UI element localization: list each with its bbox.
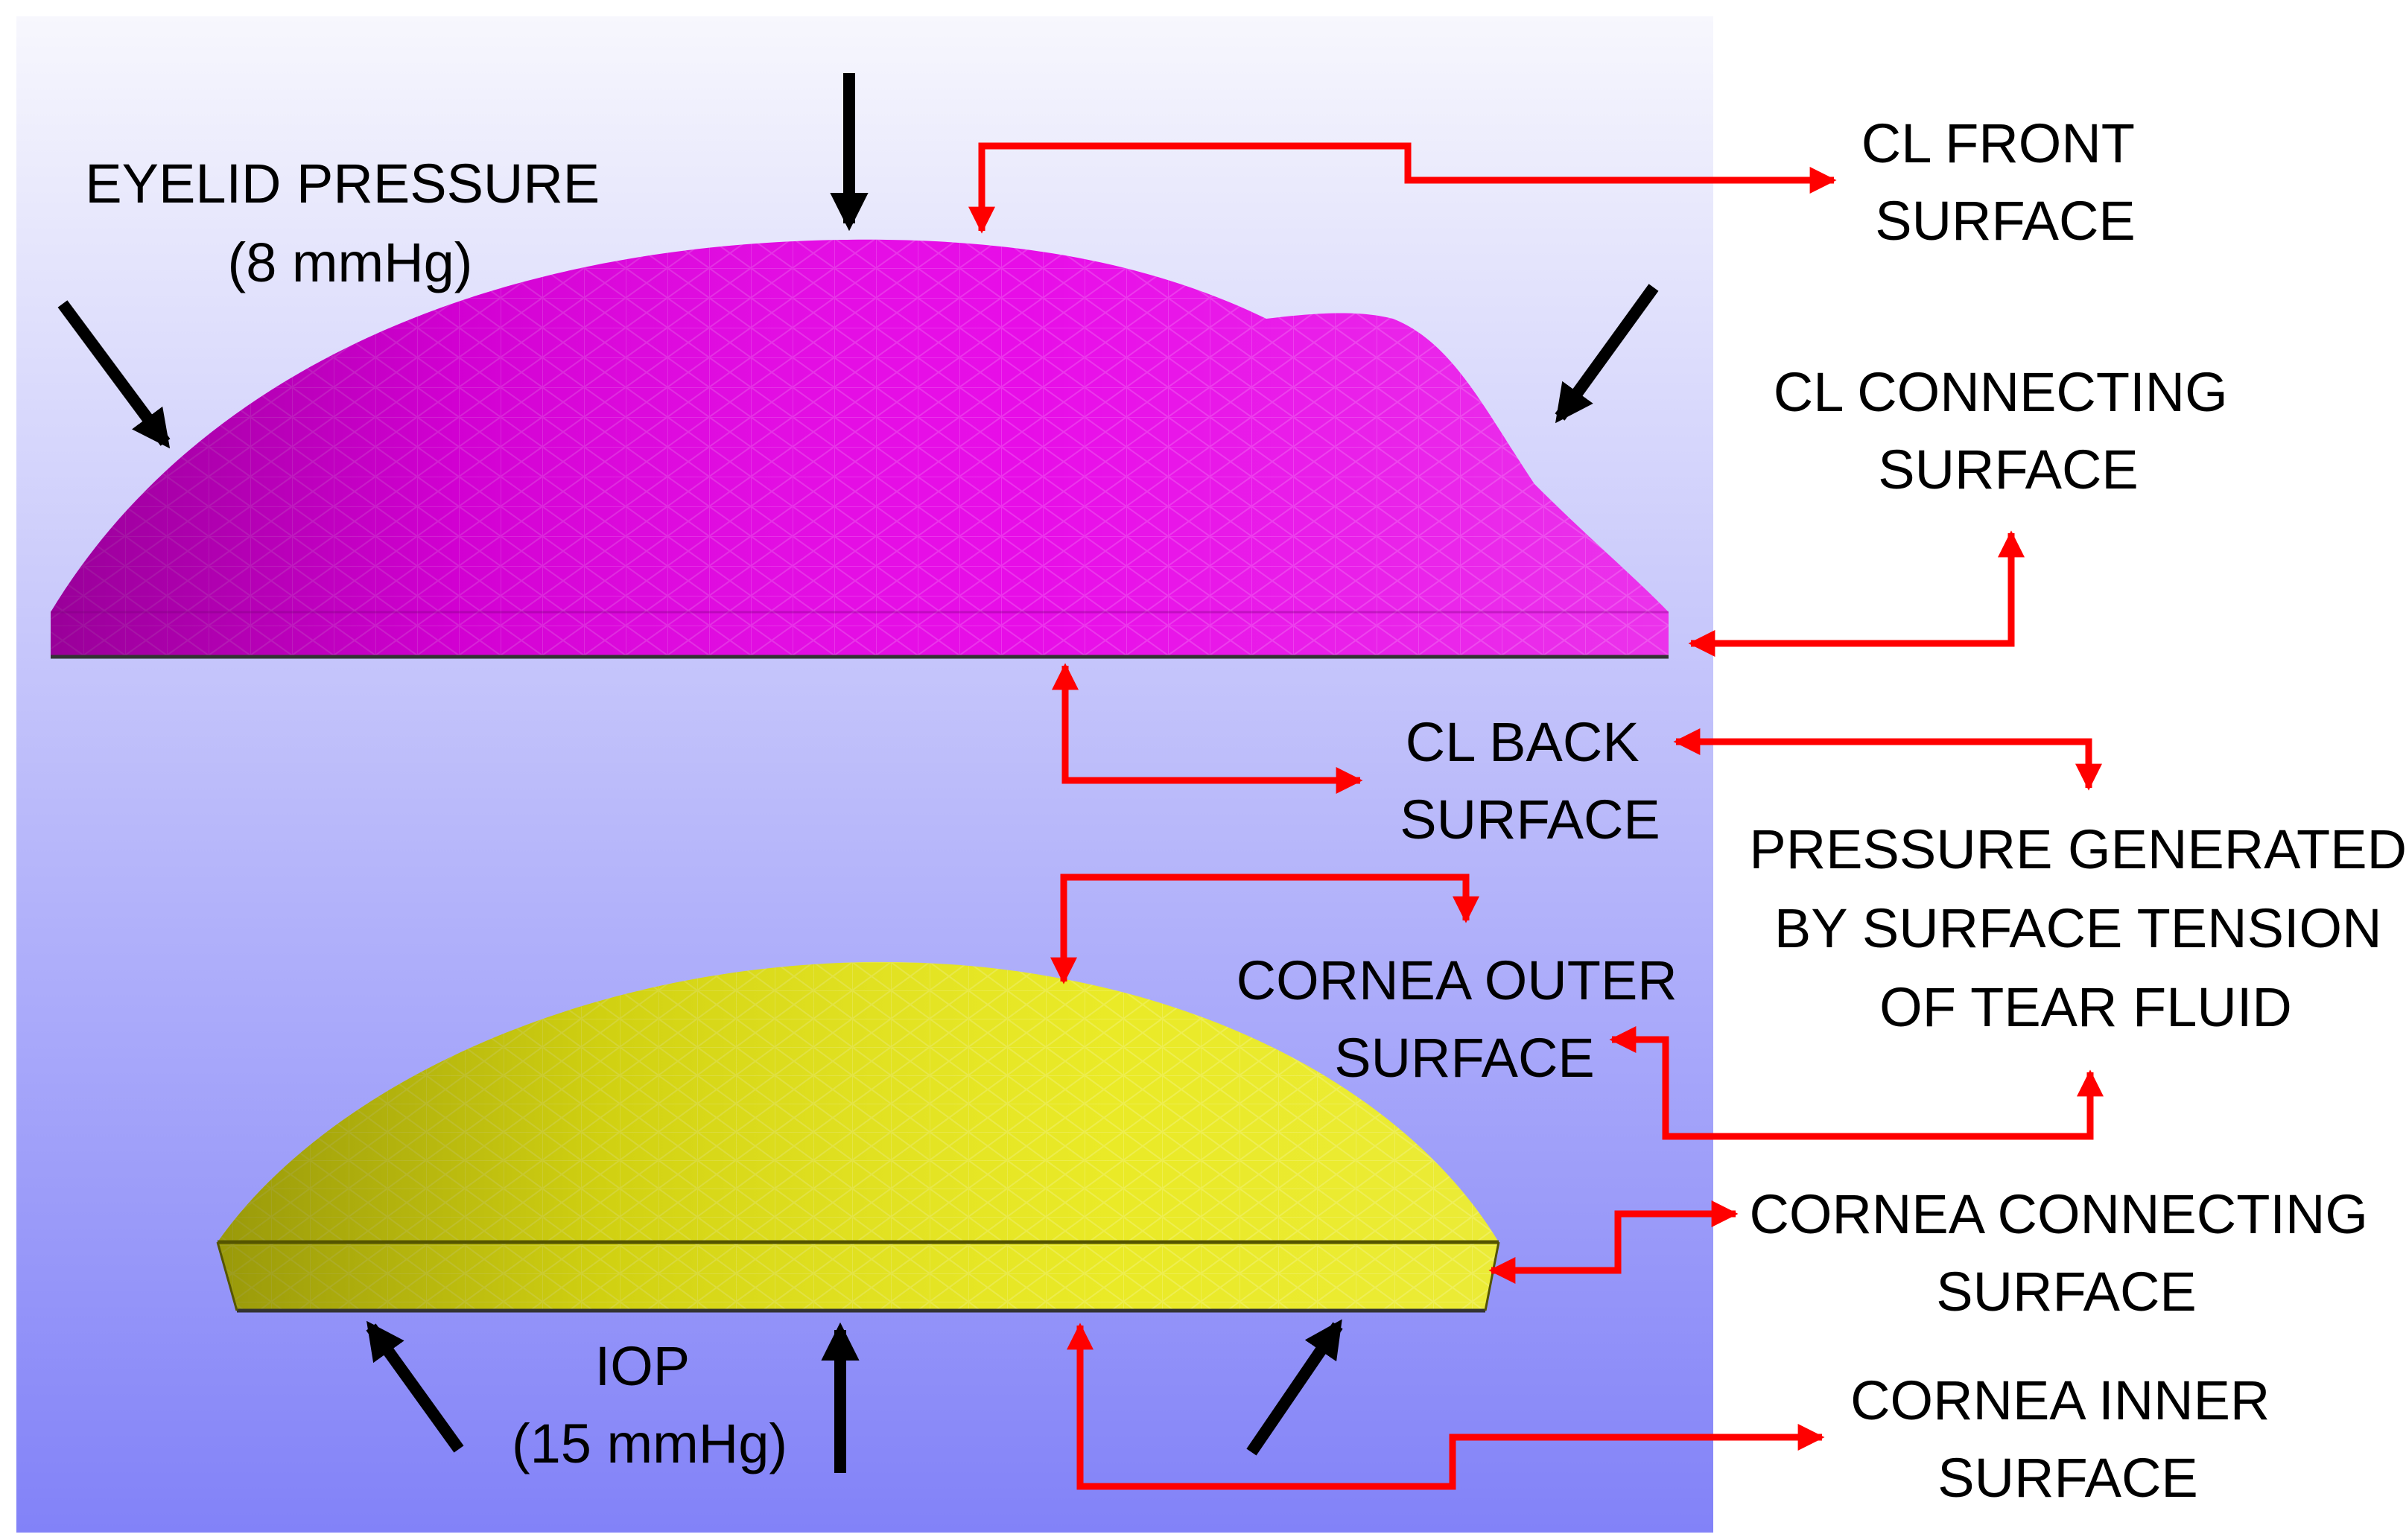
leader-cl-back-surface — [1052, 663, 1363, 794]
cl-connecting-surface-label: CL CONNECTING SURFACE — [1774, 361, 2243, 500]
eyelid-arrow-left — [57, 300, 171, 449]
cornea-shape — [216, 961, 1500, 1313]
cl-back-surface-label: CL BACK SURFACE — [1400, 711, 1660, 850]
eyelid-pressure-label: EYELID PRESSURE (8 mmHg) — [85, 153, 615, 293]
contact-lens-shape — [51, 239, 1669, 659]
cornea-inner-surface-label: CORNEA INNER SURFACE — [1850, 1369, 2285, 1509]
cornea-connecting-surface-label: CORNEA CONNECTING SURFACE — [1749, 1183, 2383, 1323]
iop-arrow-left — [366, 1320, 464, 1453]
tear-fluid-pressure-label: PRESSURE GENERATED BY SURFACE TENSION OF… — [1749, 818, 2406, 1038]
leader-cornea-outer-surface — [1050, 874, 1479, 984]
leader-cornea-connecting-surface — [1488, 1200, 1739, 1284]
cl-front-surface-label: CL FRONT SURFACE — [1861, 112, 2149, 252]
leader-cl-connecting-surface — [1688, 530, 2025, 657]
iop-label: IOP (15 mmHg) — [512, 1335, 787, 1474]
cornea-outer-surface-label: CORNEA OUTER SURFACE — [1237, 949, 1693, 1089]
eyelid-arrow-right — [1555, 284, 1659, 424]
leader-cl-front-surface — [968, 142, 1837, 234]
leader-tear-fluid-to-cornea-outer — [1609, 1026, 2104, 1140]
leader-cornea-inner-surface — [1067, 1323, 1825, 1490]
eyelid-pressure-arrows — [57, 73, 1659, 449]
leader-tear-fluid-to-cl-back — [1673, 728, 2102, 791]
